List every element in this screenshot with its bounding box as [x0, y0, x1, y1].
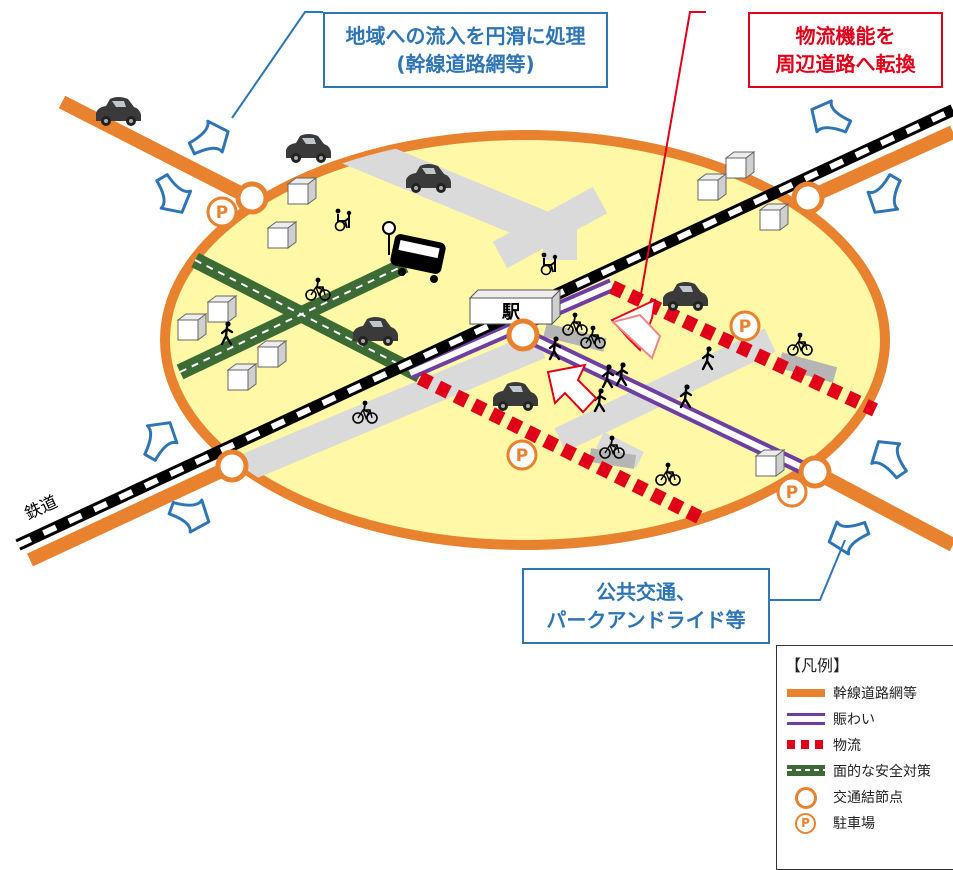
legend-item-safety: 面的な安全対策	[785, 758, 953, 784]
logistics-leader	[639, 11, 706, 301]
station: 駅	[468, 288, 562, 326]
logistics-roads	[416, 280, 878, 527]
legend-label: 幹線道路網等	[833, 686, 917, 702]
inflow-callout-line1: 地域への流入を円滑に処理	[345, 24, 586, 48]
legend-label: 賑わい	[833, 712, 875, 728]
purple-double-line-icon	[785, 709, 829, 729]
parking-circle-icon: P	[785, 813, 829, 834]
railway	[15, 104, 953, 551]
logistics-callout-line2: 周辺道路へ転換	[775, 52, 916, 76]
safety-roads	[176, 252, 424, 383]
legend-item-node: 交通結節点	[785, 784, 953, 810]
transfer-arrows	[546, 298, 662, 414]
logistics-callout-line1: 物流機能を	[795, 24, 896, 48]
orange-circle-icon	[785, 787, 829, 809]
red-dashed-line-icon	[785, 735, 829, 755]
legend-label: 駐車場	[833, 816, 875, 832]
green-dashed-road-icon	[785, 761, 829, 781]
legend-item-parking: P 駐車場	[785, 810, 953, 836]
bus-icon	[382, 221, 446, 283]
legend: 【凡例】 幹線道路網等 賑わい 物流 面的な安全対策 交通結節点 P 駐車場	[776, 645, 953, 870]
railway-label: 鉄道	[22, 492, 61, 524]
legend-item-arterial: 幹線道路網等	[785, 680, 953, 706]
inflow-callout-line2: (幹線道路網等)	[396, 52, 535, 76]
transit-leader	[770, 539, 846, 601]
station-label: 駅	[501, 302, 521, 323]
legend-label: 交通結節点	[833, 790, 903, 806]
transit-callout-line1: 公共交通、	[596, 580, 696, 604]
legend-label: 面的な安全対策	[833, 764, 931, 780]
inflow-callout: 地域への流入を円滑に処理 (幹線道路網等)	[323, 12, 608, 88]
logistics-callout: 物流機能を 周辺道路へ転換	[748, 12, 943, 88]
orange-line-icon	[785, 683, 829, 703]
inflow-leader	[231, 11, 323, 119]
legend-item-vitality: 賑わい	[785, 706, 953, 732]
transit-callout-line2: パークアンドライド等	[546, 608, 746, 632]
legend-title: 【凡例】	[785, 656, 850, 675]
arterial-roads	[27, 95, 953, 567]
legend-item-logistics: 物流	[785, 732, 953, 758]
transit-callout: 公共交通、 パークアンドライド等	[522, 568, 770, 644]
legend-label: 物流	[833, 738, 861, 754]
